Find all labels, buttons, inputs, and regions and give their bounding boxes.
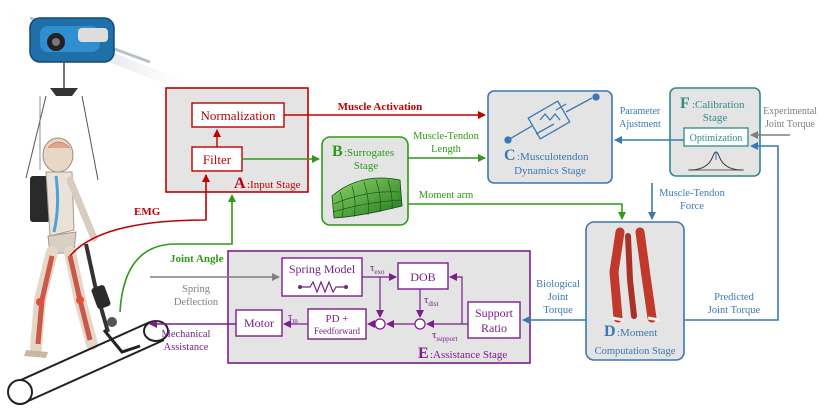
pd-label-line2: Feedforward — [314, 326, 360, 336]
mechanical-assistance-label-1: Mechanical — [162, 329, 211, 340]
biological-torque-label-3: Torque — [543, 305, 573, 316]
muscle-model-icon — [504, 93, 600, 144]
pd-feedforward-block[interactable]: PD + Feedforward — [307, 308, 367, 340]
exoskeleton-icon — [84, 243, 141, 354]
walking-person-illustration — [0, 9, 212, 405]
overhead-trolley-icon — [29, 17, 115, 63]
stage-e-letter: E — [418, 345, 429, 362]
spring-model-block[interactable]: Spring Model — [281, 257, 363, 297]
stage-d-title2: Computation Stage — [595, 346, 676, 357]
dob-label: DOB — [410, 270, 435, 284]
stage-f-title: :Calibration — [692, 99, 745, 111]
stage-d-title: :Moment — [617, 327, 657, 339]
tau-exo-label: τexo — [370, 262, 385, 276]
emg-arrow — [69, 174, 210, 257]
emg-label: EMG — [134, 206, 161, 218]
stage-a-title: :Input Stage — [247, 179, 301, 191]
joint-angle-label: Joint Angle — [170, 253, 224, 265]
leg-muscles-icon — [609, 227, 661, 323]
support-ratio-line1: Support — [475, 306, 514, 320]
mechanical-assistance-label-2: Assistance — [164, 342, 209, 353]
stage-d-moment: D :Moment Computation Stage — [585, 221, 685, 361]
tau-support-label: τsupport — [432, 329, 457, 343]
pd-label-line1: PD + — [325, 313, 348, 325]
biological-torque-label-2: Joint — [548, 292, 569, 303]
stage-b-surrogates: B :Surrogates Stage — [321, 136, 409, 226]
predicted-torque-label-1: Predicted — [714, 292, 754, 303]
mt-force-label-1: Muscle-Tendon — [659, 188, 725, 199]
biological-torque-label-1: Biological — [536, 279, 580, 290]
spring-deflection-label-2: Deflection — [174, 297, 219, 308]
surrogate-surface-icon — [331, 177, 403, 219]
motor-block[interactable]: Motor — [235, 309, 283, 337]
stage-b-title: :Surrogates — [344, 147, 394, 159]
moment-arm-label: Moment arm — [419, 190, 474, 201]
spring-deflection-label-1: Spring — [182, 284, 211, 295]
spring-model-label: Spring Model — [289, 262, 356, 276]
stage-e-assistance: Spring Model DOB Support Ratio PD + Feed… — [227, 250, 531, 364]
stage-f-title2: Stage — [703, 112, 728, 124]
joint-angle-arrow — [119, 194, 236, 313]
stage-b-letter: B — [332, 143, 343, 160]
dob-block[interactable]: DOB — [397, 262, 449, 290]
muscle-activation-label: Muscle Activation — [338, 101, 423, 113]
stage-f-calibration: F :Calibration Stage Optimization — [669, 87, 761, 177]
filter-block[interactable]: Filter — [191, 146, 243, 172]
moment-arm-arrow — [408, 203, 626, 220]
stage-f-letter: F — [680, 95, 690, 112]
predicted-torque-label-2: Joint Torque — [708, 305, 761, 316]
optimization-label: Optimization — [690, 133, 743, 144]
filter-label: Filter — [203, 152, 232, 167]
experimental-torque-label-1: Experimental — [763, 106, 817, 117]
normalization-block[interactable]: Normalization — [191, 102, 285, 128]
parameter-adjustment-label-2: Ajustment — [619, 119, 661, 130]
mt-length-label-1: Muscle-Tendon — [413, 131, 479, 142]
stage-a-letter: A — [234, 175, 246, 192]
parameter-adjustment-label-1: Parameter — [620, 106, 661, 117]
support-ratio-line2: Ratio — [481, 321, 507, 335]
tau-m-label: τm — [288, 311, 298, 325]
stage-c-musculotendon: C :Musculotendon Dynamics Stage — [487, 90, 613, 184]
support-ratio-block[interactable]: Support Ratio — [467, 301, 521, 339]
stage-b-title2: Stage — [354, 160, 379, 172]
stage-d-letter: D — [604, 323, 616, 340]
stage-c-letter: C — [504, 147, 516, 164]
stage-c-title2: Dynamics Stage — [514, 165, 586, 177]
treadmill-icon — [7, 320, 169, 405]
spring-icon — [302, 280, 344, 294]
predicted-torque-arrow — [684, 142, 779, 321]
sum-junction-dist — [414, 318, 426, 330]
optimization-block[interactable]: Optimization — [683, 127, 749, 147]
tau-dist-label: τdist — [424, 294, 439, 308]
stage-e-title: :Assistance Stage — [430, 349, 507, 361]
stage-c-title: :Musculotendon — [517, 151, 589, 163]
stage-a-input: Normalization Filter A :Input Stage — [165, 87, 309, 193]
motor-label: Motor — [244, 316, 274, 330]
normalization-label: Normalization — [200, 108, 276, 123]
experimental-torque-label-2: Joint Torque — [765, 119, 816, 130]
mt-length-label-2: Length — [431, 144, 461, 155]
mt-force-label-2: Force — [680, 201, 704, 212]
sum-junction-exo — [374, 318, 386, 330]
